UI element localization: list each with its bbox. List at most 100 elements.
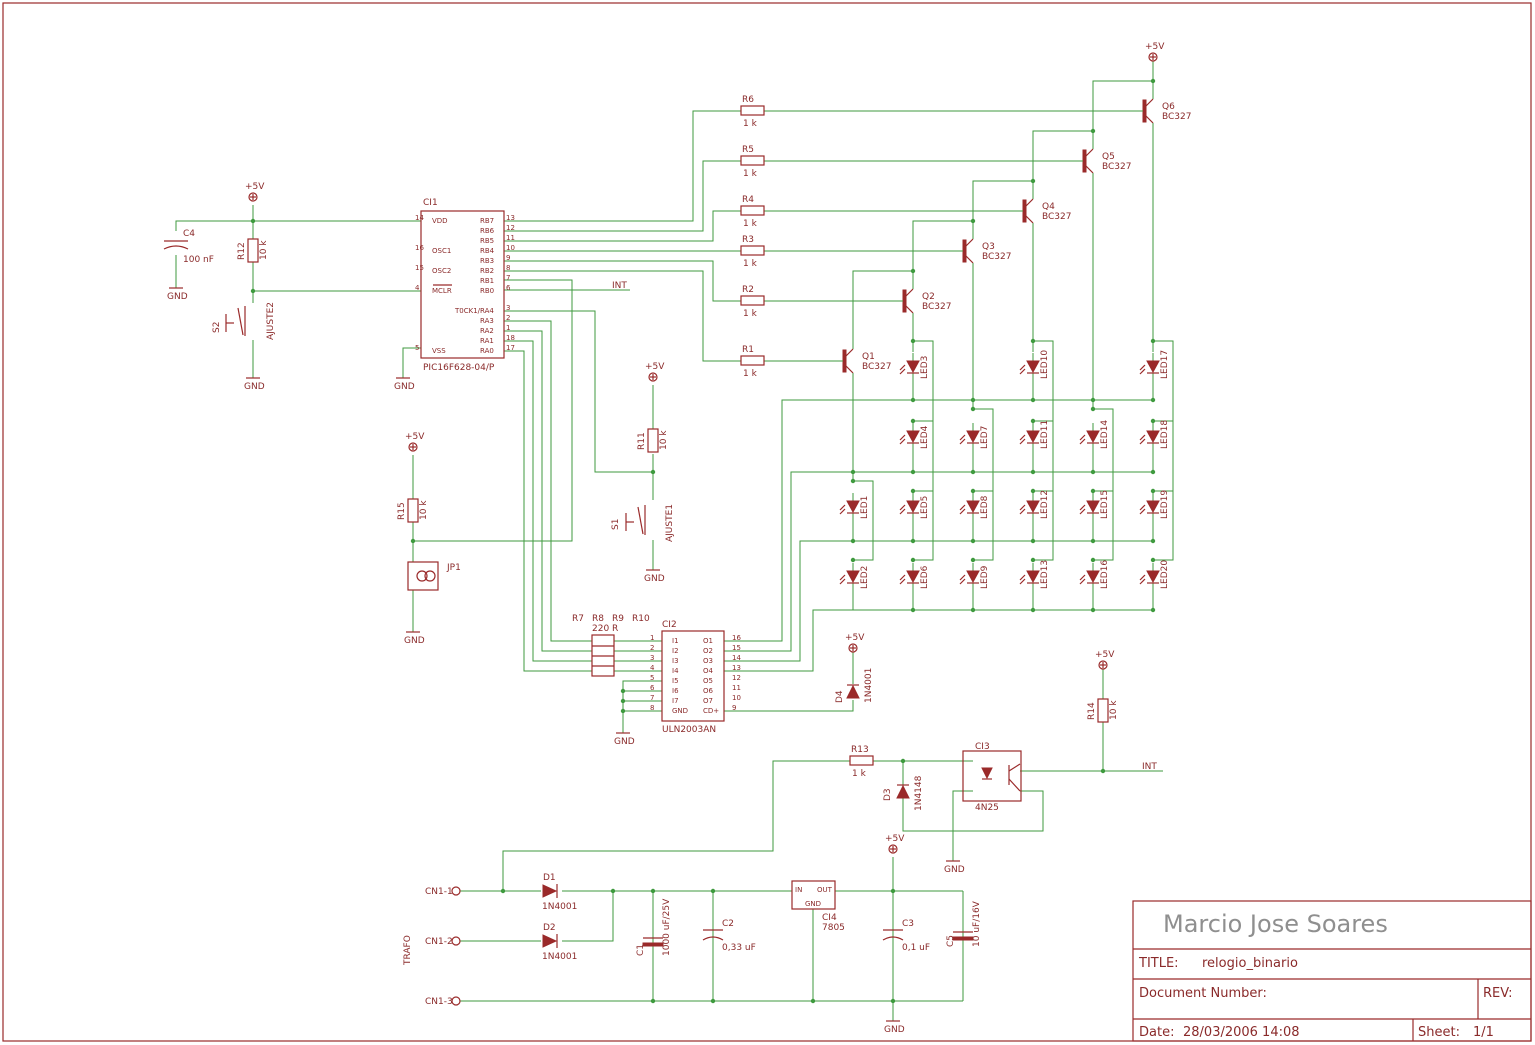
driver-pin-num: 16 (732, 634, 741, 642)
junction-dot (1150, 469, 1156, 475)
junction-dot (1090, 469, 1096, 475)
junction-dot (970, 557, 976, 563)
junction-dot (910, 469, 916, 475)
cn1-1-label: CN1-1 (425, 887, 453, 897)
mcu-pin-num: 10 (506, 244, 515, 252)
resistor-r5: R51 k (740, 145, 765, 179)
led-led15: LED15 (1079, 490, 1110, 540)
junction-dot (970, 607, 976, 613)
resistor-r4: R41 k (740, 195, 765, 229)
junction-dot (1090, 557, 1096, 563)
transistor-ref: Q6 (1162, 102, 1175, 112)
junction-dot (850, 538, 856, 544)
resistor-value: 1 k (743, 309, 758, 319)
resistor-value: 1 k (743, 119, 758, 129)
c3-value: 0,1 uF (902, 943, 930, 953)
gnd-label: GND (394, 382, 415, 392)
rarray-ref-r7: R7 (572, 614, 584, 624)
junction-dot (970, 488, 976, 494)
vcc-label: +5V (645, 362, 665, 372)
d2-part: 1N4001 (542, 952, 577, 962)
driver-pin-num: 3 (650, 654, 654, 662)
driver-pin-name: I1 (672, 637, 679, 645)
mcu-pin-num: 14 (415, 214, 424, 222)
c5-value: 10 uF/16V (972, 900, 982, 947)
d3-part: 1N4148 (914, 775, 924, 811)
resistor-value: 10 k (659, 430, 669, 450)
led-led6: LED6 (899, 563, 930, 610)
driver-pin-num: 8 (650, 704, 654, 712)
driver-pin-name: O3 (703, 657, 713, 665)
mcu-pin-name: T0CK1/RA4 (454, 307, 494, 315)
led-led10: LED10 (1019, 350, 1050, 400)
mcu-pin-name: RB2 (480, 267, 494, 275)
transistor-part: BC327 (1042, 212, 1071, 222)
d4-ref: D4 (835, 690, 845, 703)
document-number-label: Document Number: (1139, 986, 1267, 1001)
gnd-label: GND (167, 292, 188, 302)
date-value: 28/03/2006 14:08 (1183, 1025, 1300, 1040)
vcc-symbol: +5V (1095, 650, 1115, 670)
led-matrix: LED1LED2LED3LED4LED5LED6LED7LED8LED9LED1… (839, 350, 1170, 610)
vcc-label: +5V (245, 182, 265, 192)
ci4-pin-out: OUT (817, 886, 833, 894)
connector-cn1: CN1-1 CN1-2 CN1-3 TRAFO (403, 886, 461, 1007)
resistor-ref: R1 (742, 345, 754, 355)
rarray-ref-r9: R9 (612, 614, 624, 624)
driver-pin-name: O6 (703, 687, 714, 695)
sheet-label: Sheet: (1418, 1025, 1460, 1040)
driver-pin-name: I3 (672, 657, 679, 665)
junction-dot (1150, 78, 1156, 84)
gnd-label: GND (244, 382, 265, 392)
capacitor-c1: C1 1000 uF/25V (636, 898, 672, 956)
title-label: TITLE: (1138, 956, 1179, 971)
resistor-r3: R31 k (740, 235, 765, 269)
mcu-pin-num: 12 (506, 224, 515, 232)
driver-part: ULN2003AN (662, 725, 716, 735)
mcu-pin-num: 6 (506, 284, 511, 292)
switch-s1: S1 AJUSTE1 (611, 504, 675, 542)
mcu-pin-name: RA0 (480, 347, 494, 355)
junction-dot (1030, 397, 1036, 403)
d3-ref: D3 (883, 788, 893, 801)
led-label: LED8 (980, 495, 990, 519)
junction-dot (850, 557, 856, 563)
led-label: LED9 (980, 565, 990, 589)
vcc-label: +5V (1145, 42, 1165, 52)
junction-dot (410, 538, 416, 544)
wires-mcu (175, 205, 1153, 733)
ci4-pin-in: IN (795, 886, 802, 894)
c1-value: 1000 uF/25V (662, 898, 672, 956)
driver-pin-num: 12 (732, 674, 741, 682)
c2-ref: C2 (722, 919, 734, 929)
transistors: Q6BC327Q5BC327Q4BC327Q3BC327Q2BC327Q1BC3… (840, 98, 1191, 374)
optocoupler-ci3: CI3 4N25 (962, 742, 1022, 813)
gnd-symbol: GND (167, 287, 188, 302)
mcu-pin-num: 2 (506, 314, 510, 322)
capacitor-c4: C4 100 nF (163, 229, 214, 265)
transistor-part: BC327 (1162, 112, 1191, 122)
vcc-symbol: +5V (645, 362, 665, 382)
led-led8: LED8 (959, 493, 990, 540)
switch-s2: S2 AJUSTE2 (212, 302, 276, 340)
led-led3: LED3 (899, 353, 930, 400)
vcc-label: +5V (885, 834, 905, 844)
junction-dot (900, 758, 906, 764)
jumper-jp1: JP1 (407, 561, 461, 591)
junction-dot (650, 888, 656, 894)
transistor-part: BC327 (862, 362, 891, 372)
led-led16: LED16 (1079, 560, 1110, 610)
vcc-symbol: +5V (245, 182, 265, 202)
junction-dot (1090, 538, 1096, 544)
resistor-ref: R5 (742, 145, 754, 155)
rarray-ref-r8: R8 (592, 614, 604, 624)
regulator-ci4: IN OUT GND CI4 7805 (791, 880, 845, 933)
led-led14: LED14 (1079, 420, 1110, 470)
driver-pin-name: I4 (672, 667, 679, 675)
led-label: LED20 (1160, 560, 1170, 589)
resistor-value: 1 k (743, 219, 758, 229)
